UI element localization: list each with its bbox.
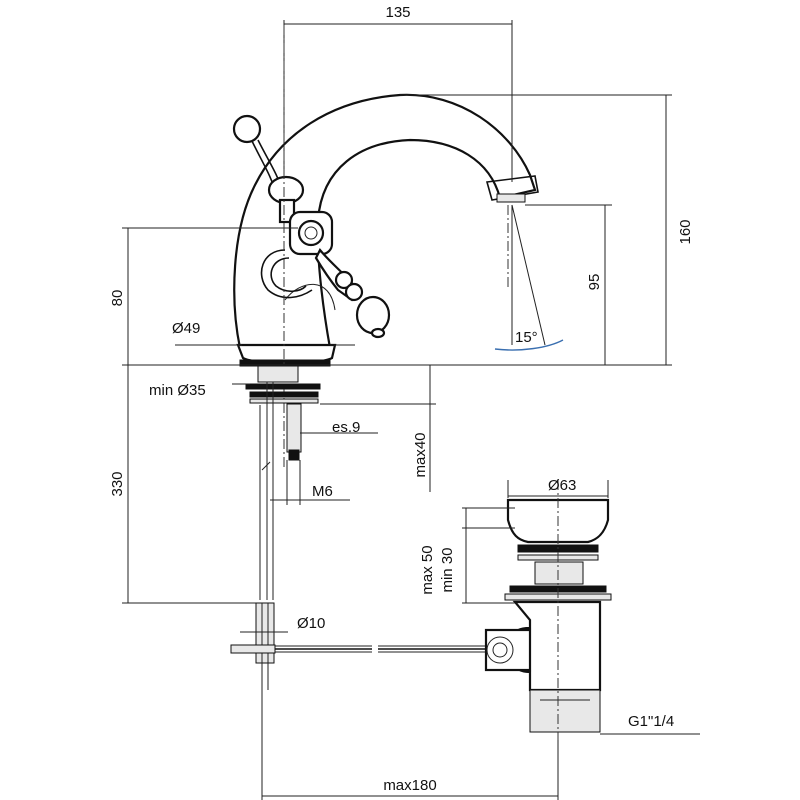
- dim-spout-height: 95: [525, 204, 612, 365]
- dim-tail-length-label: 330: [109, 471, 126, 496]
- dim-waste-thread-label: G1"1/4: [628, 713, 674, 730]
- angle-mark: 15°: [494, 204, 564, 351]
- dim-thread: M6: [270, 460, 350, 505]
- dim-waste-diameter-label: Ø63: [548, 477, 576, 494]
- dim-waste-thread: G1"1/4: [600, 713, 700, 735]
- aerator: [496, 193, 526, 203]
- dim-total-height: 160: [400, 94, 694, 366]
- dim-spanner-label: es.9: [332, 419, 360, 436]
- dim-waste-min-label: min 30: [439, 547, 456, 592]
- dim-spout-height-label: 95: [586, 274, 603, 291]
- lever-handle: [260, 175, 391, 339]
- waste-assembly: [484, 480, 612, 740]
- faucet-body: [233, 93, 539, 367]
- dim-waste-diameter: Ø63: [507, 477, 609, 498]
- dim-hole-diameter: min Ø35: [149, 382, 250, 399]
- dim-rod-diameter-label: Ø10: [297, 615, 325, 632]
- dim-tail-length: 330: [109, 365, 268, 604]
- dim-spout-reach-label: 135: [385, 4, 410, 21]
- dim-pop-up-reach: max180: [261, 690, 559, 800]
- dim-lever-height: 80: [109, 227, 298, 365]
- dim-spanner: es.9: [300, 419, 378, 436]
- dim-total-height-label: 160: [677, 219, 694, 244]
- dim-hole-diameter-label: min Ø35: [149, 382, 206, 399]
- dim-thread-label: M6: [312, 483, 333, 500]
- dim-waste-height: max 50 min 30: [419, 507, 515, 604]
- dim-base-diameter-label: Ø49: [172, 320, 200, 337]
- angle-label: 15°: [515, 329, 538, 346]
- dim-base-diameter: Ø49: [172, 320, 355, 346]
- dim-pop-up-reach-label: max180: [383, 777, 436, 794]
- dim-deck-thickness: max40: [320, 365, 436, 492]
- dim-deck-thickness-label: max40: [412, 432, 429, 477]
- shank: [245, 365, 321, 600]
- dim-lever-height-label: 80: [109, 290, 126, 307]
- pop-up-rod: [230, 602, 488, 690]
- dim-waste-max-label: max 50: [419, 545, 436, 594]
- dim-rod-diameter: Ø10: [240, 615, 325, 633]
